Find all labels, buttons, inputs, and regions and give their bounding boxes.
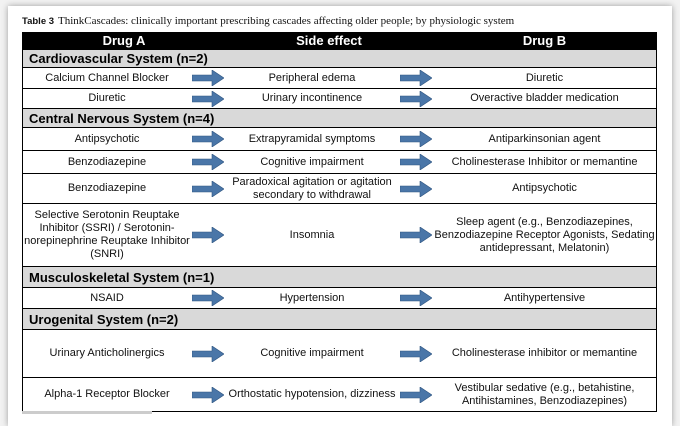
drug-b-cell: Cholinesterase inhibitor or memantine <box>451 347 638 359</box>
drug-b-cell: Vestibular sedative (e.g., betahistine, … <box>454 381 635 407</box>
arrow-right-icon <box>399 386 433 403</box>
table-row: Antipsychotic Extrapyramidal symptoms An… <box>23 127 656 150</box>
side-effect-cell: Insomnia <box>289 228 335 241</box>
side-effect-cell: Cognitive impairment <box>260 155 364 168</box>
drug-a-cell: Benzodiazepine <box>67 182 147 194</box>
arrow-right-icon <box>191 70 225 86</box>
table-header: Drug A Side effect Drug B <box>23 32 656 49</box>
cascades-table: Drug A Side effect Drug B Cardiovascular… <box>22 32 657 412</box>
arrow-right-icon <box>399 154 433 170</box>
section-header: Urogenital System (n=2) <box>23 308 656 329</box>
side-effect-cell: Peripheral edema <box>268 71 356 84</box>
arrow-right-icon <box>191 227 225 243</box>
table-row: Selective Serotonin Reuptake Inhibitor (… <box>23 203 656 266</box>
arrow-right-icon <box>399 180 433 197</box>
drug-b-cell: Antipsychotic <box>512 182 577 194</box>
drug-b-cell: Antiparkinsonian agent <box>488 132 601 145</box>
drug-b-cell: Antihypertensive <box>503 291 586 304</box>
table-row: Diuretic Urinary incontinence Overactive… <box>23 88 656 108</box>
drug-b-cell: Cholinesterase Inhibitor or memantine <box>451 155 638 168</box>
arrow-right-icon <box>399 227 433 243</box>
table-row: Alpha-1 Receptor Blocker Orthostatic hyp… <box>23 377 656 411</box>
side-effect-cell: Extrapyramidal symptoms <box>248 132 376 145</box>
side-effect-cell: Orthostatic hypotension, dizziness <box>228 388 396 400</box>
arrow-right-icon <box>191 345 225 362</box>
side-effect-cell: Hypertension <box>279 291 345 304</box>
table-title: ThinkCascades: clinically important pres… <box>58 15 515 27</box>
arrow-right-icon <box>191 386 225 403</box>
table-row: Calcium Channel Blocker Peripheral edema… <box>23 67 656 88</box>
table-label: Table 3 <box>22 16 55 27</box>
drug-a-cell: NSAID <box>90 291 124 304</box>
header-side-effect: Side effect <box>296 33 362 48</box>
drug-a-cell: Selective Serotonin Reuptake Inhibitor (… <box>24 209 190 260</box>
drug-b-cell: Sleep agent (e.g., Benzodiazepines, Benz… <box>434 215 655 254</box>
section-header: Cardiovascular System (n=2) <box>23 49 656 67</box>
arrow-right-icon <box>399 131 433 147</box>
drug-a-cell: Antipsychotic <box>74 132 140 145</box>
table-row: Urinary Anticholinergics Cognitive impai… <box>23 329 656 377</box>
section-header: Central Nervous System (n=4) <box>23 108 656 127</box>
drug-a-cell: Diuretic <box>88 92 126 104</box>
table-row: Benzodiazepine Cognitive impairment Chol… <box>23 150 656 173</box>
arrow-right-icon <box>399 70 433 86</box>
table-row: NSAID Hypertension Antihypertensive <box>23 287 656 308</box>
drug-a-cell: Urinary Anticholinergics <box>49 347 165 359</box>
table-row: Benzodiazepine Paradoxical agitation or … <box>23 173 656 203</box>
footnote-fragment <box>22 411 152 414</box>
drug-b-cell: Overactive bladder medication <box>470 92 619 104</box>
arrow-right-icon <box>191 290 225 306</box>
drug-a-cell: Alpha-1 Receptor Blocker <box>44 388 170 400</box>
arrow-right-icon <box>191 154 225 170</box>
side-effect-cell: Paradoxical agitation or agitation secon… <box>232 175 392 201</box>
arrow-right-icon <box>191 180 225 197</box>
side-effect-cell: Cognitive impairment <box>260 347 364 359</box>
section-header: Musculoskeletal System (n=1) <box>23 266 656 287</box>
drug-a-cell: Benzodiazepine <box>67 155 147 168</box>
header-drug-b: Drug B <box>522 33 567 48</box>
arrow-right-icon <box>191 131 225 147</box>
side-effect-cell: Urinary incontinence <box>261 92 363 104</box>
arrow-right-icon <box>399 90 433 107</box>
arrow-right-icon <box>399 345 433 362</box>
drug-a-cell: Calcium Channel Blocker <box>45 71 169 84</box>
arrow-right-icon <box>399 290 433 306</box>
header-drug-a: Drug A <box>102 33 146 48</box>
drug-b-cell: Diuretic <box>525 71 564 84</box>
arrow-right-icon <box>191 90 225 107</box>
